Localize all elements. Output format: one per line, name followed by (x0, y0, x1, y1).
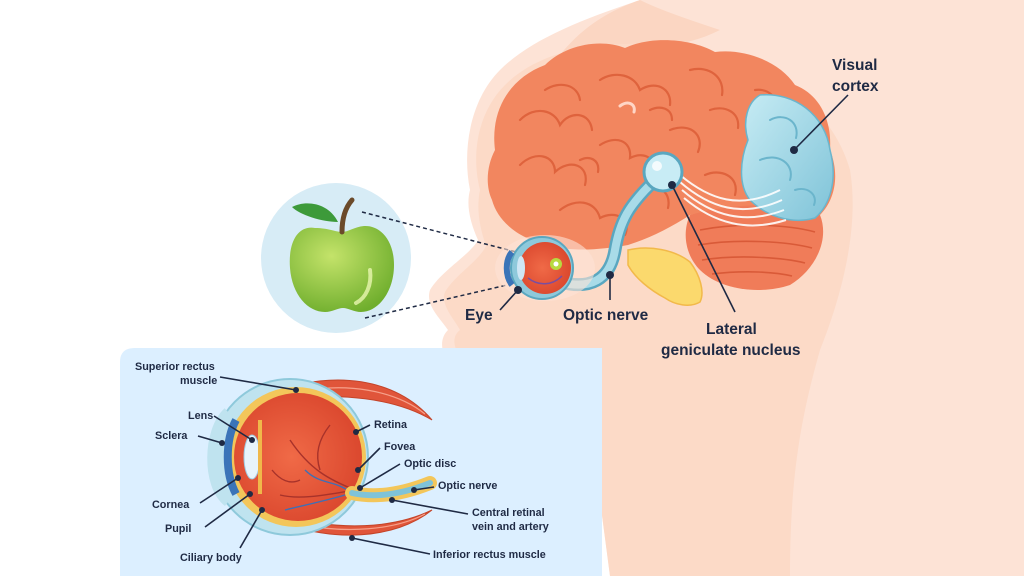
visual-cortex (740, 94, 834, 222)
eye-anatomy-inset (120, 348, 602, 576)
label-lgn-2: geniculate nucleus (661, 342, 801, 359)
label-central-retinal-2: vein and artery (472, 521, 549, 533)
label-lgn-1: Lateral (706, 321, 757, 338)
label-visual-cortex-1: Visual (832, 57, 877, 74)
label-ciliary-body: Ciliary body (180, 552, 242, 564)
inset-labels: Superior rectus muscle Lens Sclera Retin… (135, 361, 549, 564)
brainstem (627, 247, 703, 306)
optic-radiation (679, 174, 787, 227)
label-visual-cortex-2: cortex (832, 78, 879, 95)
label-superior-rectus-2: muscle (180, 375, 217, 387)
lgn-sphere (642, 151, 684, 193)
label-retina: Retina (374, 419, 408, 431)
label-inferior-rectus: Inferior rectus muscle (433, 549, 546, 561)
label-inset-optic-nerve: Optic nerve (438, 480, 497, 492)
label-fovea: Fovea (384, 441, 416, 453)
apple-leaf-icon (292, 203, 338, 222)
label-sclera: Sclera (155, 430, 188, 442)
label-central-retinal-1: Central retinal (472, 507, 545, 519)
label-superior-rectus-1: Superior rectus (135, 361, 215, 373)
head-eye (495, 235, 595, 301)
sight-lines (361, 211, 556, 319)
label-optic-disc: Optic disc (404, 458, 456, 470)
label-pupil: Pupil (165, 523, 191, 535)
main-labels: Visual cortex Eye Optic nerve Lateral ge… (465, 57, 879, 359)
label-optic-nerve: Optic nerve (563, 307, 649, 324)
apple-icon (289, 225, 394, 312)
label-eye: Eye (465, 307, 493, 324)
label-lens: Lens (188, 410, 213, 422)
label-cornea: Cornea (152, 499, 190, 511)
apple-bubble (261, 183, 411, 333)
